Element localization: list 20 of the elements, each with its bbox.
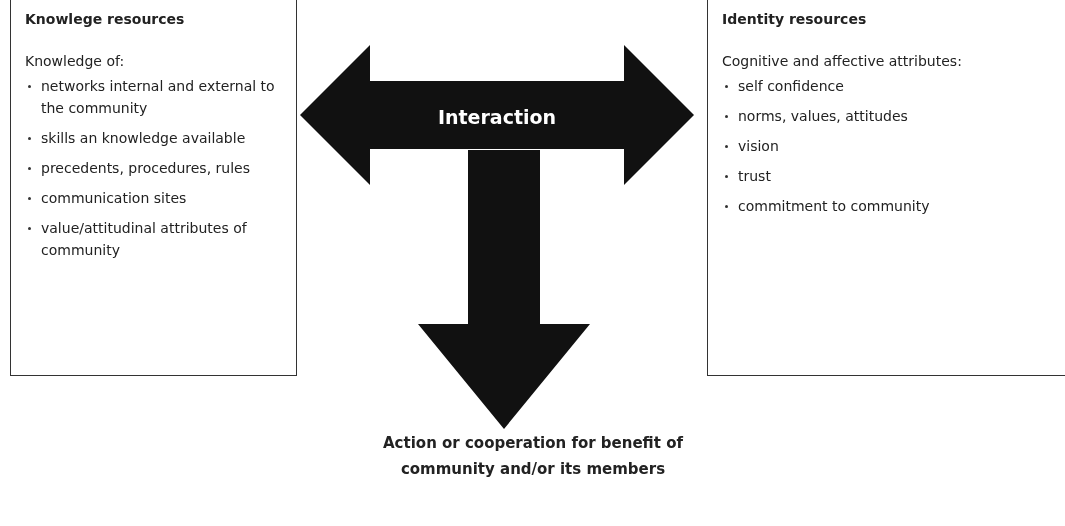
double-arrow <box>300 45 694 185</box>
outcome-text: Action or cooperation for benefit of community and/or its members <box>378 430 688 484</box>
bullet-text: commitment to community <box>738 197 931 216</box>
bullet-text: vision <box>738 137 780 156</box>
bullet-text: norms, values, attitudes <box>738 107 909 126</box>
intro-text: Knowledge of: <box>25 53 126 69</box>
bullet-text: communication sites <box>41 189 188 208</box>
down-arrow <box>418 150 590 429</box>
edge-label: Interaction <box>437 106 557 128</box>
intro-text: Cognitive and affective attributes: <box>722 53 963 69</box>
bullet-text: skills an knowledge available <box>41 129 247 148</box>
box-heading: Knowlege resources <box>25 11 186 27</box>
bullet-text: trust <box>738 167 772 186</box>
resource-box <box>707 0 1065 376</box>
bullet-text: networks internal and external to the community <box>41 77 276 118</box>
resource-box <box>10 0 297 376</box>
bullet-text: value/attitudinal attributes of community <box>41 219 248 260</box>
box-heading: Identity resources <box>722 11 868 27</box>
bullet-text: precedents, procedures, rules <box>41 159 251 178</box>
bullet-text: self confidence <box>738 77 845 96</box>
